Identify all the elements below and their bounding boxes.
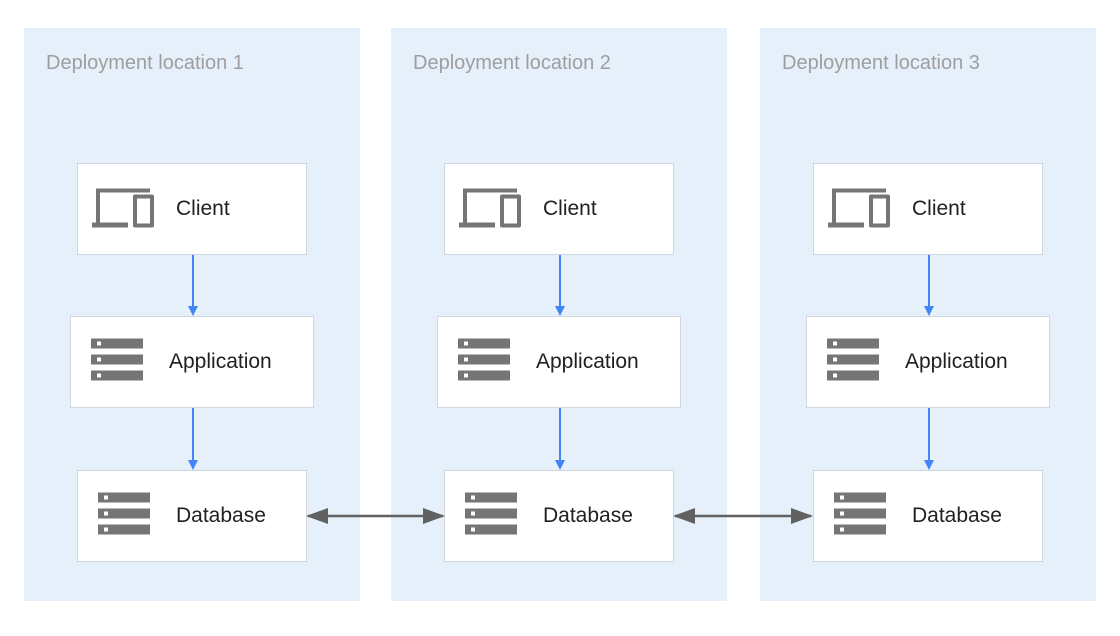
application-node[interactable]: Application [806, 316, 1050, 408]
panel-title: Deployment location 3 [782, 52, 980, 74]
application-node[interactable]: Application [437, 316, 681, 408]
database-node[interactable]: Database [813, 470, 1043, 562]
application-label: Application [905, 350, 1008, 373]
application-label: Application [169, 350, 272, 373]
client-node[interactable]: Client [444, 163, 674, 255]
panel-title: Deployment location 1 [46, 52, 244, 74]
client-node[interactable]: Client [813, 163, 1043, 255]
server-icon [834, 492, 886, 540]
devices-icon [828, 185, 892, 234]
server-icon [458, 338, 510, 386]
application-label: Application [536, 350, 639, 373]
server-icon [465, 492, 517, 540]
database-label: Database [543, 504, 633, 527]
database-label: Database [176, 504, 266, 527]
server-icon [98, 492, 150, 540]
client-label: Client [176, 197, 230, 220]
server-icon [91, 338, 143, 386]
panel-title: Deployment location 2 [413, 52, 611, 74]
database-node[interactable]: Database [444, 470, 674, 562]
database-node[interactable]: Database [77, 470, 307, 562]
client-label: Client [912, 197, 966, 220]
client-node[interactable]: Client [77, 163, 307, 255]
devices-icon [459, 185, 523, 234]
application-node[interactable]: Application [70, 316, 314, 408]
client-label: Client [543, 197, 597, 220]
database-label: Database [912, 504, 1002, 527]
devices-icon [92, 185, 156, 234]
server-icon [827, 338, 879, 386]
